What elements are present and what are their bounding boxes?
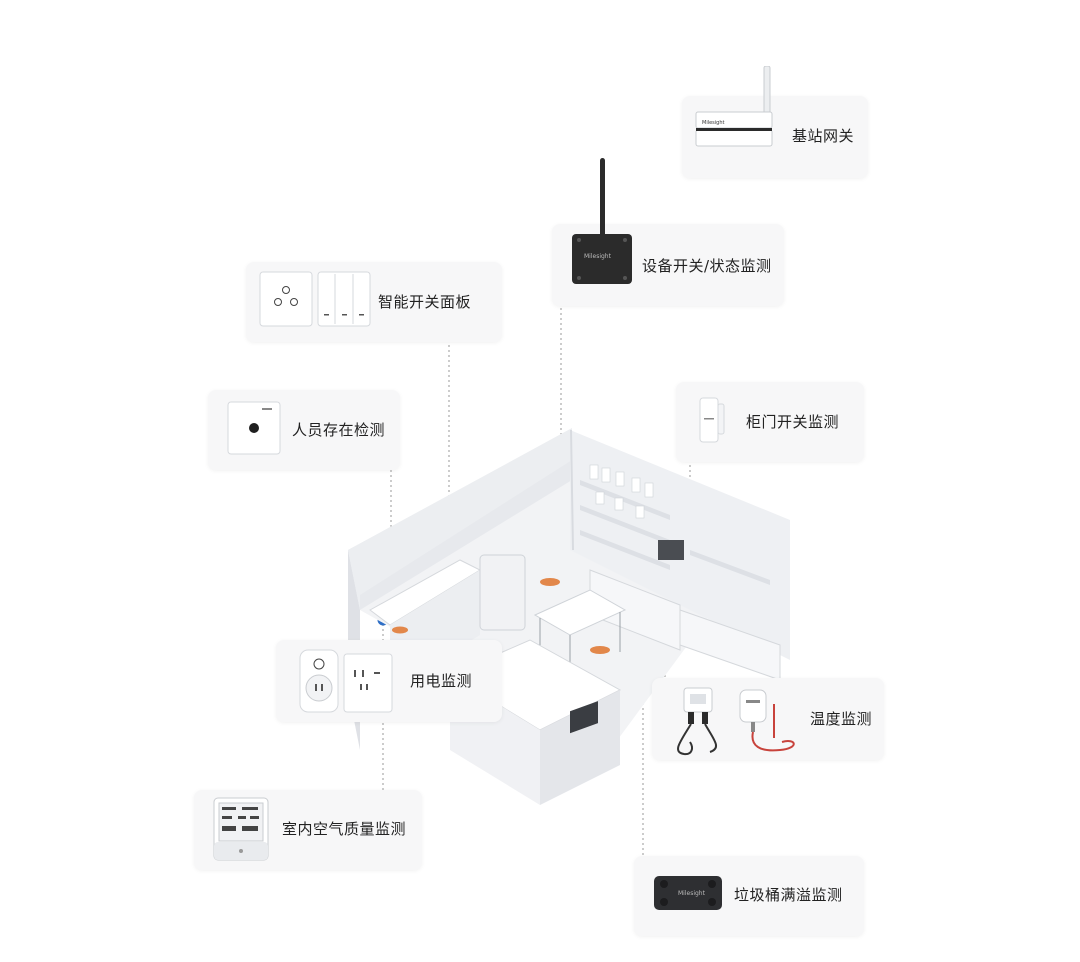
label-gateway: 基站网关 bbox=[792, 127, 855, 145]
lab-room-icon bbox=[348, 428, 790, 805]
temperature-sensor-icon bbox=[677, 687, 795, 756]
card-cabinet-door: 柜门开关监测 bbox=[676, 382, 864, 462]
gateway-icon: Milesight bbox=[695, 66, 773, 147]
label-presence: 人员存在检测 bbox=[292, 421, 386, 439]
card-power: 用电监测 bbox=[276, 640, 502, 722]
io-controller-icon: Milesight bbox=[572, 158, 632, 284]
svg-text:Milesight: Milesight bbox=[702, 120, 725, 126]
card-gateway: Milesight 基站网关 bbox=[682, 66, 868, 178]
label-bin-overflow: 垃圾桶满溢监测 bbox=[734, 886, 843, 904]
label-temperature: 温度监测 bbox=[810, 710, 873, 728]
smart-plug-icon bbox=[299, 649, 393, 713]
label-power: 用电监测 bbox=[410, 672, 473, 690]
label-air-quality: 室内空气质量监测 bbox=[282, 820, 407, 838]
card-device-switch: Milesight 设备开关/状态监测 bbox=[552, 158, 784, 306]
label-smart-panel: 智能开关面板 bbox=[378, 293, 472, 311]
label-cabinet-door: 柜门开关监测 bbox=[746, 413, 840, 431]
card-air-quality: 室内空气质量监测 bbox=[194, 790, 422, 870]
card-smart-panel: 智能开关面板 bbox=[246, 262, 502, 342]
card-temperature: 温度监测 bbox=[652, 678, 884, 760]
card-presence: 人员存在检测 bbox=[208, 390, 400, 470]
switch-panel-icon bbox=[259, 271, 371, 327]
svg-text:Milesight: Milesight bbox=[584, 253, 612, 260]
label-device-switch: 设备开关/状态监测 bbox=[642, 257, 772, 275]
door-sensor-icon bbox=[699, 397, 725, 443]
presence-sensor-icon bbox=[227, 401, 281, 455]
svg-text:Milesight: Milesight bbox=[678, 890, 706, 897]
bin-sensor-icon: Milesight bbox=[654, 876, 722, 910]
air-quality-monitor-icon bbox=[213, 797, 269, 861]
card-bin-overflow: Milesight 垃圾桶满溢监测 bbox=[634, 856, 864, 936]
